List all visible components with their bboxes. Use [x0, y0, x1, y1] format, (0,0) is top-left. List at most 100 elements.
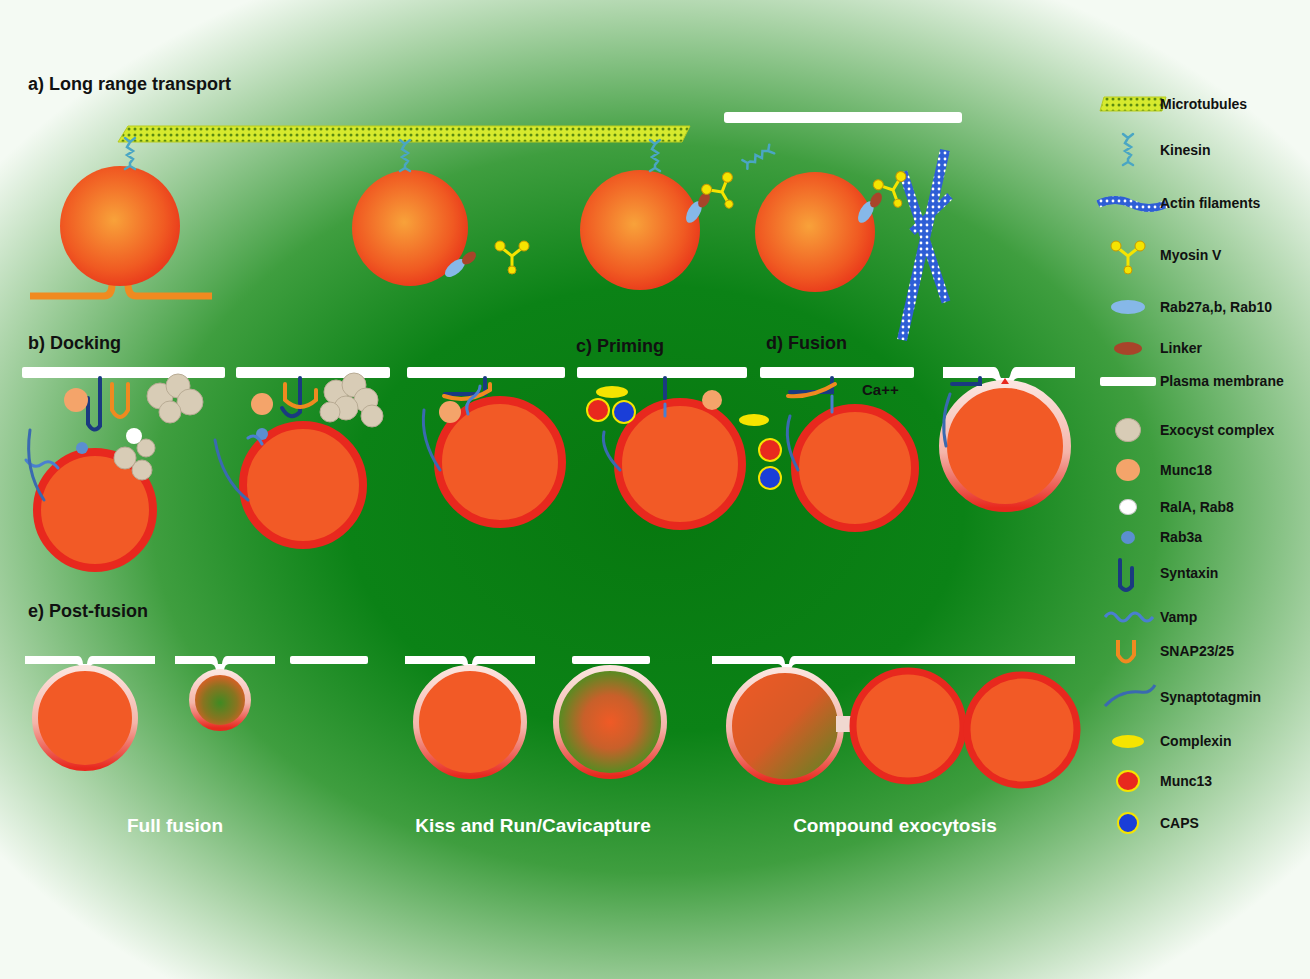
- munc18: [251, 393, 273, 415]
- snap23-25: [788, 384, 835, 396]
- docking-vesicle: [438, 400, 562, 524]
- snap23-25: [112, 384, 128, 417]
- vesicle: [580, 170, 700, 290]
- legend-label: Kinesin: [1160, 142, 1211, 158]
- legend-myosin-icon: [1111, 241, 1145, 274]
- post-fusion-vesicle: [416, 668, 524, 776]
- complexin: [596, 386, 769, 426]
- legend-swatch: [1121, 531, 1135, 544]
- kinesin-motor: [125, 138, 135, 169]
- legend-label: Myosin V: [1160, 247, 1221, 263]
- legend-actin-icon: [1098, 200, 1166, 208]
- rab-and-linker: [460, 249, 479, 267]
- rab3a: [76, 428, 268, 454]
- panel-title: c) Priming: [576, 336, 664, 357]
- synaptotagmin: [423, 410, 440, 470]
- legend-label: Syntaxin: [1160, 565, 1218, 581]
- exocyst-complex: [132, 460, 152, 480]
- panel-title: d) Fusion: [766, 333, 847, 354]
- synaptotagmin: [29, 394, 950, 500]
- post-fusion-vesicle: [35, 668, 135, 768]
- synaptotagmin: [603, 432, 620, 470]
- fused-vesicle: [943, 378, 1067, 508]
- snap23-25: [112, 384, 835, 417]
- myosin-v: [872, 170, 915, 213]
- legend-swatch: [1114, 342, 1142, 355]
- docking-vesicle: [795, 408, 915, 528]
- caps: [613, 401, 635, 423]
- ion-label: Ca++: [862, 381, 899, 398]
- rab-and-linker: [868, 191, 885, 210]
- plasma-membrane: [577, 367, 747, 378]
- legend-label: Rab3a: [1160, 529, 1202, 545]
- legend-swatch: [1100, 377, 1156, 386]
- synaptotagmin: [29, 430, 44, 500]
- legend-myosin-icon: [1111, 241, 1145, 274]
- panel-title: a) Long range transport: [28, 74, 231, 95]
- mode-label: Kiss and Run/Cavicapture: [415, 815, 650, 837]
- legend-label: CAPS: [1160, 815, 1199, 831]
- vesicle: [60, 166, 180, 286]
- legend-synaptotagmin-icon: [1105, 685, 1155, 706]
- legend-label: Microtubules: [1160, 96, 1247, 112]
- legend-swatch: [1116, 770, 1140, 792]
- plasma-membrane: [760, 367, 914, 378]
- legend-syntaxin-icon: [1120, 560, 1132, 590]
- vesicle: [755, 172, 875, 292]
- fusing-membrane: [128, 284, 212, 296]
- vamp: [248, 436, 262, 444]
- legend-label: Munc13: [1160, 773, 1212, 789]
- legend-swatch: [1111, 300, 1145, 314]
- docking-vesicle: [37, 400, 915, 568]
- vesicle: [60, 166, 875, 292]
- plasma-membrane: [22, 367, 225, 378]
- caps: [613, 401, 781, 489]
- microtubule: [118, 126, 690, 142]
- snap23-25: [285, 384, 316, 407]
- kinesin-motor: [125, 138, 774, 171]
- actin-filament: [912, 196, 950, 232]
- legend-swatch: [1115, 418, 1141, 442]
- kinesin-motor: [742, 145, 774, 169]
- legend-snap-icon: [1118, 640, 1134, 662]
- legend-swatch: [1116, 459, 1140, 481]
- vamp: [467, 386, 480, 414]
- complexin: [596, 386, 628, 398]
- microtubule: [118, 126, 690, 142]
- legend-label: Munc18: [1160, 462, 1212, 478]
- myosin-v: [495, 170, 915, 274]
- vamp: [26, 386, 832, 468]
- kinesin-motor: [400, 140, 410, 171]
- legend-swatch: [1119, 499, 1137, 515]
- synaptotagmin: [215, 440, 248, 500]
- legend-swatch: [1117, 812, 1139, 834]
- legend-syntaxin-icon: [1120, 560, 1132, 590]
- munc13: [587, 399, 781, 461]
- legend-label: Vamp: [1160, 609, 1197, 625]
- exocyst-complex: [361, 405, 383, 427]
- munc13: [759, 439, 781, 461]
- actin-filament: [902, 150, 950, 340]
- post-fusion-vesicle: [192, 672, 248, 728]
- plasma-membrane: [175, 656, 275, 670]
- legend-label: Linker: [1160, 340, 1202, 356]
- synaptotagmin: [787, 416, 798, 470]
- plasma-membrane: [290, 656, 368, 664]
- docking-vesicle: [243, 425, 363, 545]
- fused-vesicle: [943, 384, 1067, 508]
- exocyst-complex: [114, 373, 383, 480]
- synaptotagmin: [944, 394, 950, 446]
- syntaxin: [952, 378, 980, 384]
- syntaxin: [88, 378, 100, 430]
- legend-microtubule-icon: [1100, 97, 1166, 111]
- compound-vesicle: [967, 675, 1077, 785]
- rab3a: [76, 442, 88, 454]
- plasma-membrane: [25, 656, 1075, 670]
- exocyst-complex: [320, 402, 340, 422]
- plasma-membrane: [712, 656, 1075, 670]
- post-fusion-vesicle: [729, 670, 841, 782]
- fusing-membrane: [30, 284, 112, 296]
- rab-and-linker: [442, 191, 884, 281]
- plasma-membrane: [724, 112, 962, 123]
- plasma-membrane: [724, 112, 962, 123]
